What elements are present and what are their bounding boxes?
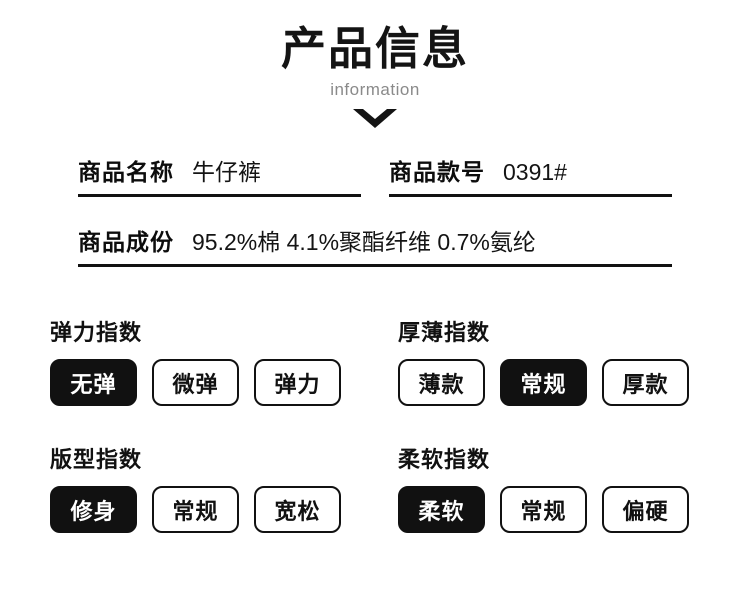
- index-title-softness: 柔软指数: [398, 447, 491, 472]
- spec-field-style-number: 商品款号 0391#: [389, 153, 672, 197]
- pill-softness-0[interactable]: 柔软: [398, 486, 485, 533]
- pill-elasticity-1[interactable]: 微弹: [152, 359, 239, 406]
- pill-thickness-0[interactable]: 薄款: [398, 359, 485, 406]
- index-section-thickness: 厚薄指数 薄款 常规 厚款: [398, 315, 700, 406]
- page-header: 产品信息 information: [0, 0, 750, 131]
- index-section-elasticity: 弹力指数 无弹 微弹 弹力: [50, 315, 398, 406]
- pill-row-fit: 修身 常规 宽松: [50, 486, 398, 533]
- pill-row-thickness: 薄款 常规 厚款: [398, 359, 700, 406]
- index-title-elasticity: 弹力指数: [50, 320, 143, 345]
- pill-fit-2[interactable]: 宽松: [254, 486, 341, 533]
- spec-label-composition: 商品成份: [78, 229, 174, 255]
- chevron-down-icon: [0, 109, 750, 131]
- spec-field-product-name: 商品名称 牛仔裤: [78, 153, 361, 197]
- spec-row-2: 商品成份 95.2%棉 4.1%聚酯纤维 0.7%氨纶: [78, 223, 672, 267]
- spec-label-product-name: 商品名称: [78, 159, 174, 185]
- pill-softness-1[interactable]: 常规: [500, 486, 587, 533]
- spec-value-product-name: 牛仔裤: [192, 159, 261, 185]
- index-section-fit: 版型指数 修身 常规 宽松: [50, 442, 398, 533]
- pill-fit-0[interactable]: 修身: [50, 486, 137, 533]
- pill-softness-2[interactable]: 偏硬: [602, 486, 689, 533]
- pill-thickness-1[interactable]: 常规: [500, 359, 587, 406]
- pill-thickness-2[interactable]: 厚款: [602, 359, 689, 406]
- index-grid: 弹力指数 无弹 微弹 弹力 厚薄指数 薄款 常规 厚款 版型指数 修身 常规 宽…: [0, 315, 750, 533]
- spec-field-composition: 商品成份 95.2%棉 4.1%聚酯纤维 0.7%氨纶: [78, 223, 672, 267]
- page-subtitle: information: [330, 80, 420, 99]
- pill-row-elasticity: 无弹 微弹 弹力: [50, 359, 398, 406]
- spec-value-style-number: 0391#: [503, 159, 567, 185]
- pill-elasticity-2[interactable]: 弹力: [254, 359, 341, 406]
- pill-fit-1[interactable]: 常规: [152, 486, 239, 533]
- index-title-fit: 版型指数: [50, 447, 143, 472]
- pill-row-softness: 柔软 常规 偏硬: [398, 486, 700, 533]
- spec-value-composition: 95.2%棉 4.1%聚酯纤维 0.7%氨纶: [192, 229, 536, 255]
- page-title: 产品信息: [280, 23, 469, 74]
- spec-label-style-number: 商品款号: [389, 159, 485, 185]
- index-section-softness: 柔软指数 柔软 常规 偏硬: [398, 442, 700, 533]
- spec-row-1: 商品名称 牛仔裤 商品款号 0391#: [78, 153, 672, 197]
- pill-elasticity-0[interactable]: 无弹: [50, 359, 137, 406]
- index-title-thickness: 厚薄指数: [398, 320, 491, 345]
- product-spec-block: 商品名称 牛仔裤 商品款号 0391# 商品成份 95.2%棉 4.1%聚酯纤维…: [0, 153, 750, 267]
